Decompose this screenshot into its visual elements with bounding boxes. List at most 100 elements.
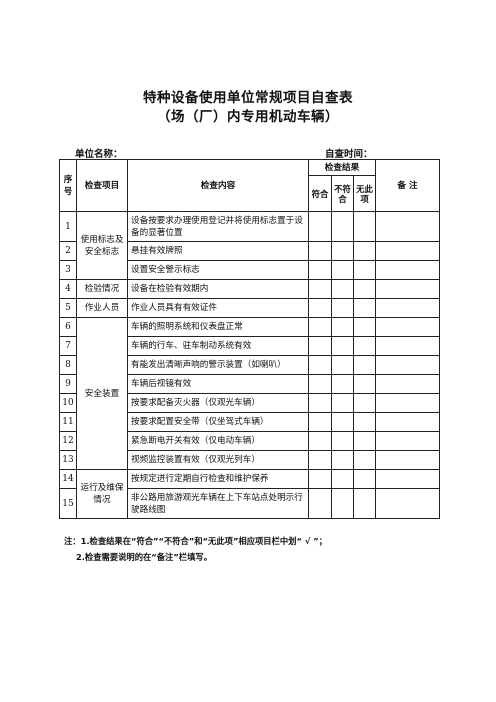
conform-box[interactable] — [308, 355, 332, 375]
header-result: 检查结果 — [308, 159, 376, 176]
row-content: 按要求配置安全带（仅坐驾式车辆） — [127, 412, 309, 432]
header-na: 无此项 — [353, 175, 376, 212]
na-box[interactable] — [353, 279, 376, 299]
conform-box[interactable] — [308, 431, 332, 451]
row-content: 紧急断电开关有效（仅电动车辆） — [127, 431, 309, 451]
remark-cell[interactable] — [375, 298, 440, 318]
na-box[interactable] — [353, 260, 376, 280]
na-box[interactable] — [353, 469, 376, 489]
row-no: 3 — [59, 260, 77, 280]
nonconform-box[interactable] — [331, 488, 354, 519]
conform-box[interactable] — [308, 393, 332, 413]
remark-cell[interactable] — [375, 211, 440, 242]
remark-cell[interactable] — [375, 260, 440, 280]
nonconform-box[interactable] — [331, 241, 354, 261]
nonconform-box[interactable] — [331, 469, 354, 489]
row-no: 9 — [59, 374, 77, 394]
nonconform-box[interactable] — [331, 450, 354, 470]
row-content: 设备在检验有效期内 — [127, 279, 309, 299]
nonconform-box[interactable] — [331, 298, 354, 318]
remark-cell[interactable] — [375, 469, 440, 489]
na-box[interactable] — [353, 298, 376, 318]
remark-cell[interactable] — [375, 431, 440, 451]
check-date-label: 自查时间： — [325, 149, 373, 160]
na-box[interactable] — [353, 336, 376, 356]
remark-cell[interactable] — [375, 336, 440, 356]
row-content: 作业人员具有有效证件 — [127, 298, 309, 318]
group-label: 使用标志及安全标志 — [76, 211, 128, 280]
table-row: 6 安全装置 车辆的照明系统和仪表盘正常 — [59, 317, 440, 470]
row-no: 15 — [59, 488, 77, 519]
table-row: 14 运行及维保情况 按规定进行定期自行检查和维护保养 — [59, 469, 440, 519]
nonconform-box[interactable] — [331, 317, 354, 337]
remark-cell[interactable] — [375, 279, 440, 299]
conform-box[interactable] — [308, 260, 332, 280]
table-row: 9 车辆后视镜有效 — [59, 374, 440, 394]
na-box[interactable] — [353, 317, 376, 337]
nonconform-box[interactable] — [331, 355, 354, 375]
row-no: 8 — [59, 355, 77, 375]
conform-box[interactable] — [308, 211, 332, 242]
row-content: 按要求配备灭火器（仅观光车辆） — [127, 393, 309, 413]
na-box[interactable] — [353, 431, 376, 451]
nonconform-box[interactable] — [331, 336, 354, 356]
conform-box[interactable] — [308, 450, 332, 470]
row-content: 车辆的照明系统和仪表盘正常 — [127, 317, 309, 337]
nonconform-box[interactable] — [331, 412, 354, 432]
row-content: 悬挂有效牌照 — [127, 241, 309, 261]
table-row: 2 悬挂有效牌照 — [59, 241, 440, 261]
row-no: 10 — [59, 393, 77, 413]
remark-cell[interactable] — [375, 317, 440, 337]
row-no: 6 — [59, 317, 77, 337]
conform-box[interactable] — [308, 317, 332, 337]
page-title: 特种设备使用单位常规项目自查表 — [143, 90, 353, 106]
remark-cell[interactable] — [375, 412, 440, 432]
remark-cell[interactable] — [375, 488, 440, 519]
row-no: 12 — [59, 431, 77, 451]
header-remark: 备 注 — [375, 159, 440, 212]
remark-cell[interactable] — [375, 393, 440, 413]
nonconform-box[interactable] — [331, 211, 354, 242]
row-content: 车辆的行车、驻车制动系统有效 — [127, 336, 309, 356]
row-no: 5 — [59, 298, 77, 318]
row-content: 设置安全警示标志 — [127, 260, 309, 280]
nonconform-box[interactable] — [331, 279, 354, 299]
remark-cell[interactable] — [375, 374, 440, 394]
table-row: 1 使用标志及安全标志 设备按要求办理使用登记并将使用标志置于设备的显著位置 — [59, 211, 440, 280]
conform-box[interactable] — [308, 469, 332, 489]
conform-box[interactable] — [308, 241, 332, 261]
conform-box[interactable] — [308, 279, 332, 299]
nonconform-box[interactable] — [331, 393, 354, 413]
na-box[interactable] — [353, 241, 376, 261]
row-no: 2 — [59, 241, 77, 261]
group-label: 安全装置 — [76, 317, 128, 470]
group-label: 运行及维保情况 — [76, 469, 128, 519]
conform-box[interactable] — [308, 336, 332, 356]
table-row: 7 车辆的行车、驻车制动系统有效 — [59, 336, 440, 356]
table-row: 15 非公路用旅游观光车辆在上下车站点处明示行驶路线图 — [59, 488, 440, 519]
na-box[interactable] — [353, 211, 376, 242]
remark-cell[interactable] — [375, 450, 440, 470]
na-box[interactable] — [353, 450, 376, 470]
na-box[interactable] — [353, 355, 376, 375]
remark-cell[interactable] — [375, 355, 440, 375]
conform-box[interactable] — [308, 488, 332, 519]
conform-box[interactable] — [308, 412, 332, 432]
na-box[interactable] — [353, 412, 376, 432]
na-box[interactable] — [353, 393, 376, 413]
page-subtitle: （场（厂）内专用机动车辆） — [157, 109, 339, 125]
table-row: 10 按要求配备灭火器（仅观光车辆） — [59, 393, 440, 413]
conform-box[interactable] — [308, 374, 332, 394]
nonconform-box[interactable] — [331, 431, 354, 451]
row-no: 4 — [59, 279, 77, 299]
conform-box[interactable] — [308, 298, 332, 318]
row-content: 非公路用旅游观光车辆在上下车站点处明示行驶路线图 — [127, 488, 309, 519]
nonconform-box[interactable] — [331, 260, 354, 280]
nonconform-box[interactable] — [331, 374, 354, 394]
na-box[interactable] — [353, 374, 376, 394]
header-item: 检查项目 — [76, 159, 128, 212]
group-label: 检验情况 — [76, 279, 128, 299]
na-box[interactable] — [353, 488, 376, 519]
table-row: 4 检验情况 设备在检验有效期内 — [59, 279, 440, 299]
remark-cell[interactable] — [375, 241, 440, 261]
